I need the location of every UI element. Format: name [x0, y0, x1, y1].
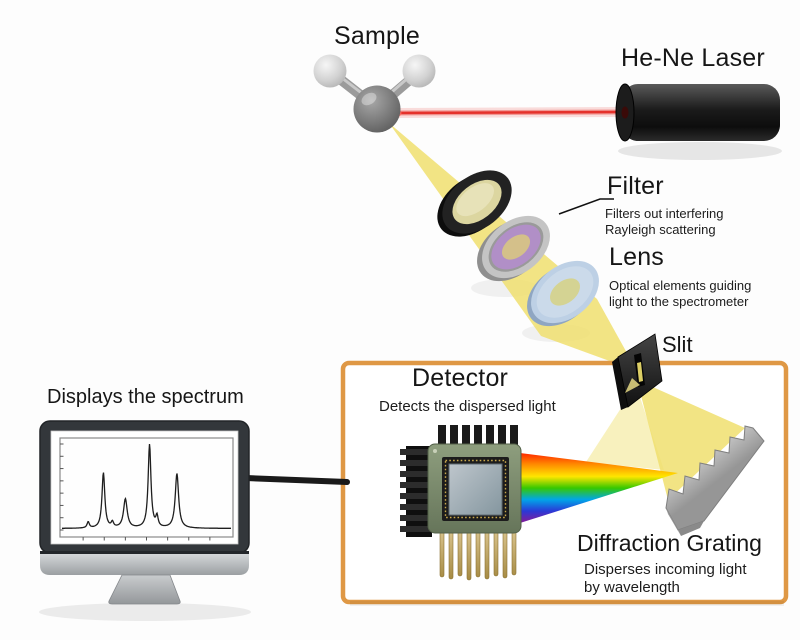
ccd-sensor — [448, 463, 503, 516]
laser-beam — [394, 107, 621, 118]
filter-element — [437, 170, 512, 237]
rainbow-beam — [520, 453, 678, 523]
laser-label: He-Ne Laser — [621, 44, 765, 72]
sample-label: Sample — [334, 22, 420, 50]
detector-label: Detector — [412, 364, 509, 392]
detector-description: Detects the dispersed light — [379, 398, 556, 415]
monitor-caption: Displays the spectrum — [47, 386, 244, 408]
detector-chip — [400, 425, 522, 581]
slit-label: Slit — [662, 332, 693, 357]
filter-pointer-line — [558, 198, 614, 215]
notch-filter-element — [477, 215, 550, 282]
grating-description: Disperses incoming light by wavelength — [584, 561, 747, 596]
filter-description: Filters out interfering Rayleigh scatter… — [605, 206, 724, 237]
lens-element — [527, 260, 599, 327]
slit-stray-beam — [586, 385, 664, 470]
monitor-chin — [40, 554, 249, 575]
lens-label: Lens — [609, 243, 665, 271]
lens-description: Optical elements guiding light to the sp… — [609, 278, 752, 309]
chip-top-fins — [438, 425, 518, 447]
atom-sphere-central — [353, 85, 401, 133]
monitor-stand — [108, 574, 181, 605]
diffraction-grating — [665, 425, 765, 536]
chip-pins — [439, 530, 517, 581]
atom-sphere — [402, 54, 436, 88]
data-cable — [243, 475, 350, 485]
monitor — [39, 420, 250, 605]
slit-aperture-glow — [637, 362, 643, 382]
slit-plate — [612, 333, 663, 410]
spectrum-curve — [62, 443, 231, 529]
filter-label: Filter — [607, 172, 664, 200]
slit-to-grating-beam — [637, 380, 745, 500]
atom-sphere — [313, 54, 347, 88]
sample-molecule — [313, 54, 436, 133]
grating-label: Diffraction Grating — [577, 530, 762, 556]
laser-body — [615, 83, 780, 142]
spectrum-plot — [59, 437, 234, 541]
